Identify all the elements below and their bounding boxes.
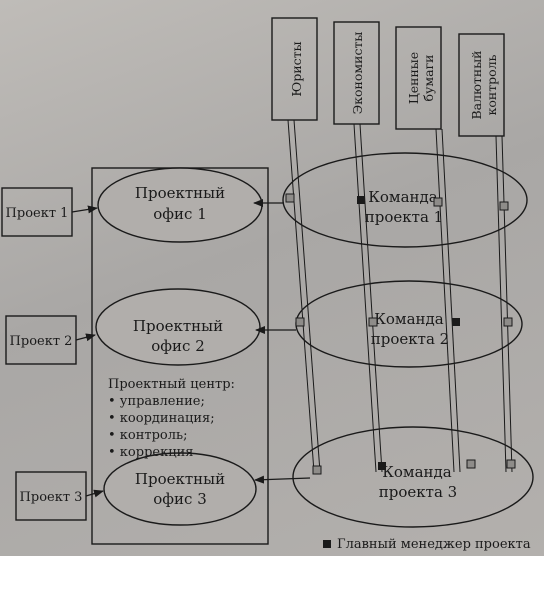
connection-nodes: [285, 193, 516, 475]
team-3-label-1: Команда: [382, 463, 451, 481]
project-1-label: Проект 1: [6, 206, 69, 221]
office-2-label-1: Проектный: [133, 317, 223, 335]
project-center-title: Проектный центр:: [108, 377, 235, 392]
arrow-team-3-office-3: [254, 475, 311, 484]
node-team-2-currency: [503, 317, 513, 327]
project-center-item-4: • коррекция: [108, 445, 193, 460]
manager-nodes: [357, 196, 460, 470]
team-1-label-2: проекта 1: [365, 208, 443, 226]
department-lines: [287, 119, 513, 473]
project-team-3: [292, 426, 534, 528]
team-3-label-2: проекта 3: [379, 483, 457, 501]
diagram-background: Юристы Экономисты Ценные бумаги Валютный…: [0, 0, 544, 556]
legend-marker: [323, 540, 331, 548]
project-office-3: [103, 452, 257, 526]
department-box-currency-control: [458, 33, 505, 137]
department-label-currency-1: Валютный: [469, 51, 484, 120]
node-team-2-economists: [368, 317, 378, 327]
node-team-3-securities: [466, 459, 476, 469]
node-team-3-lawyers: [312, 465, 322, 475]
arrow-project-1-office-1: [71, 205, 98, 214]
office-3-label-2: офис 3: [153, 490, 206, 508]
department-label-currency-2: контроль: [484, 54, 499, 115]
manager-node-team-2: [452, 318, 460, 326]
office-1-label-1: Проектный: [135, 184, 225, 202]
project-center-item-1: • управление;: [108, 394, 205, 409]
node-team-1-currency: [499, 201, 509, 211]
org-diagram: Юристы Экономисты Ценные бумаги Валютный…: [1, 17, 534, 552]
team-2-label-2: проекта 2: [371, 330, 449, 348]
department-label-securities-2: бумаги: [421, 55, 436, 102]
arrow-project-2-office-2: [75, 333, 96, 342]
department-label-lawyers: Юристы: [289, 41, 304, 96]
department-box-securities: [395, 26, 442, 130]
manager-node-team-1: [357, 196, 365, 204]
department-label-securities-1: Ценные: [406, 52, 421, 104]
team-2-label-1: Команда: [374, 310, 443, 328]
office-1-label-2: офис 1: [153, 205, 206, 223]
arrow-project-3-office-3: [85, 489, 104, 498]
project-team-1: [282, 152, 528, 248]
office-3-label-1: Проектный: [135, 470, 225, 488]
node-team-1-lawyers: [285, 193, 295, 203]
legend-label: Главный менеджер проекта: [337, 537, 531, 552]
node-team-3-currency: [506, 459, 516, 469]
project-2-label: Проект 2: [10, 334, 73, 349]
department-label-economists: Экономисты: [350, 32, 365, 115]
node-team-2-lawyers: [295, 317, 305, 327]
project-3-label: Проект 3: [20, 490, 83, 505]
node-team-1-securities: [433, 197, 443, 207]
project-center-item-3: • контроль;: [108, 428, 187, 443]
manager-node-team-3: [378, 462, 386, 470]
project-center-item-2: • координация;: [108, 411, 215, 426]
department-box-economists: [333, 21, 380, 125]
office-2-label-2: офис 2: [151, 337, 204, 355]
team-1-label-1: Команда: [368, 188, 437, 206]
